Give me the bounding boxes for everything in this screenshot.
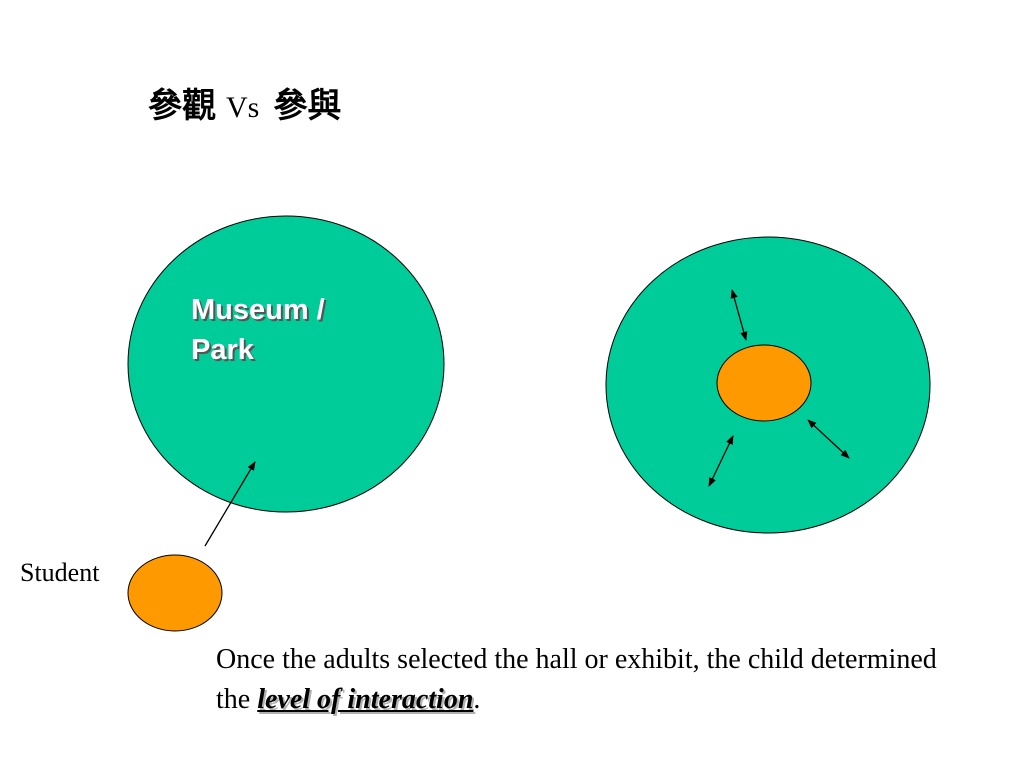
title-left: 參觀 <box>148 86 216 126</box>
student-ellipse <box>127 554 223 632</box>
title-right: 參與 <box>273 86 342 126</box>
interaction-arrow-lower-right <box>807 419 850 459</box>
museum-park-label: Museum / Park <box>191 290 391 370</box>
interaction-arrow-lower-left <box>708 435 734 487</box>
caption-end: . <box>473 684 481 715</box>
caption-text: Once the adults selected the hall or exh… <box>216 644 937 715</box>
museum-park-circle <box>127 215 445 513</box>
title-vs: Vs <box>226 91 260 124</box>
child-ellipse <box>716 344 812 422</box>
caption-emphasis: level of interaction <box>257 684 474 715</box>
slide-title: 參觀 Vs 參與 <box>148 78 341 127</box>
student-entry-arrow <box>204 461 256 547</box>
museum-park-label-line2: Park <box>191 334 254 366</box>
caption: Once the adults selected the hall or exh… <box>216 640 976 720</box>
interaction-arrow-up <box>730 289 748 341</box>
museum-park-label-line1: Museum / <box>191 294 325 326</box>
student-label: Student <box>20 558 100 587</box>
